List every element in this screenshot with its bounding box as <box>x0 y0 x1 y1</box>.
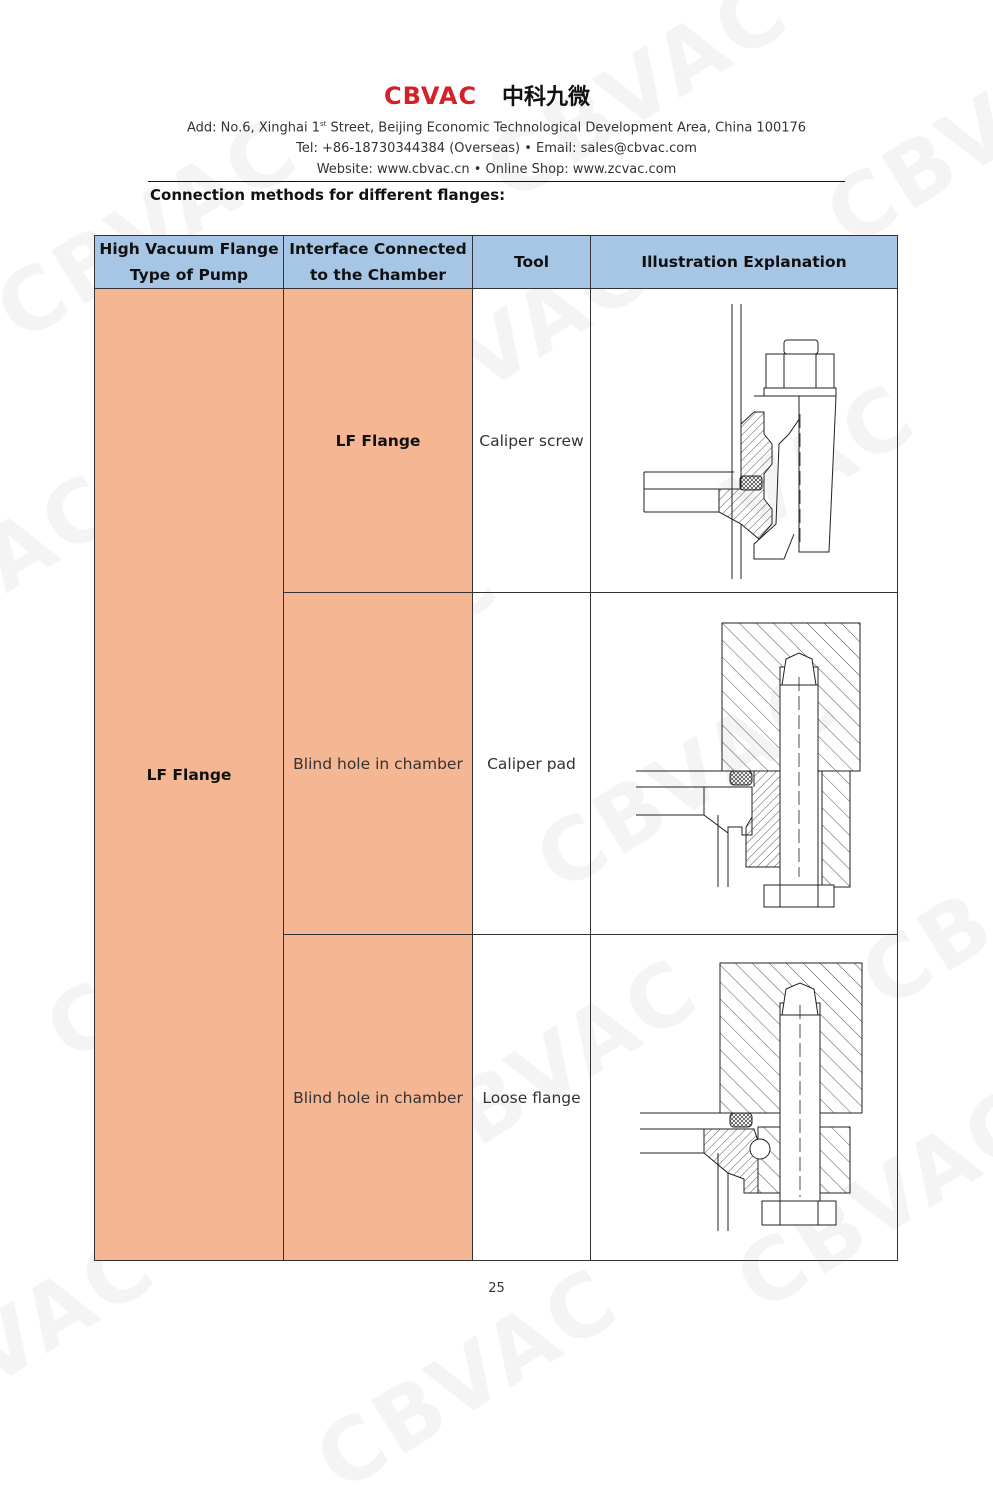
caliper-screw-illustration <box>643 303 837 579</box>
company-address: Add: No.6, Xinghai 1st Street, Beijing E… <box>186 120 807 136</box>
company-website: Website: www.cbvac.cn • Online Shop: www… <box>316 162 677 177</box>
col-header-tool: Tool <box>472 235 591 289</box>
interface-cell: Blind hole in chamber <box>283 592 473 935</box>
illustration-cell <box>590 592 898 935</box>
watermark: CBVAC <box>469 0 807 221</box>
col-header-pump-flange: High Vacuum Flange Type of Pump <box>94 235 284 289</box>
svg-text:中科九微: 中科九微 <box>502 84 590 110</box>
table-row: Blind hole in chamber Caliper pad <box>95 592 898 935</box>
col-header-illustration: Illustration Explanation <box>590 235 898 289</box>
flange-connection-table: High Vacuum Flange Type of Pump Interfac… <box>94 235 898 1261</box>
col-header-interface: Interface Connected to the Chamber <box>283 235 473 289</box>
header-divider <box>148 181 845 182</box>
tool-cell: Caliper screw <box>472 288 591 593</box>
interface-cell: LF Flange <box>283 288 473 593</box>
page-number: 25 <box>488 1281 505 1296</box>
svg-text:CBVAC: CBVAC <box>384 82 477 110</box>
illustration-cell <box>590 288 898 593</box>
company-contact: Tel: +86-18730344384 (Overseas) • Email:… <box>296 141 697 156</box>
company-logo: CBVAC 中科九微 <box>384 82 590 110</box>
tool-cell: Loose flange <box>472 934 591 1261</box>
table-header-row: High Vacuum Flange Type of Pump Interfac… <box>94 235 898 289</box>
table-row: LF Flange LF Flange Caliper screw <box>94 288 898 1261</box>
illustration-cell <box>590 934 898 1261</box>
caliper-pad-illustration <box>636 622 861 907</box>
table-row: Blind hole in chamber Loose flange <box>95 934 898 1261</box>
interface-cell: Blind hole in chamber <box>283 934 473 1261</box>
loose-flange-illustration <box>640 962 863 1231</box>
section-title: Connection methods for different flanges… <box>150 186 506 204</box>
tool-cell: Caliper pad <box>472 592 591 935</box>
pump-flange-cell: LF Flange <box>94 288 284 1261</box>
